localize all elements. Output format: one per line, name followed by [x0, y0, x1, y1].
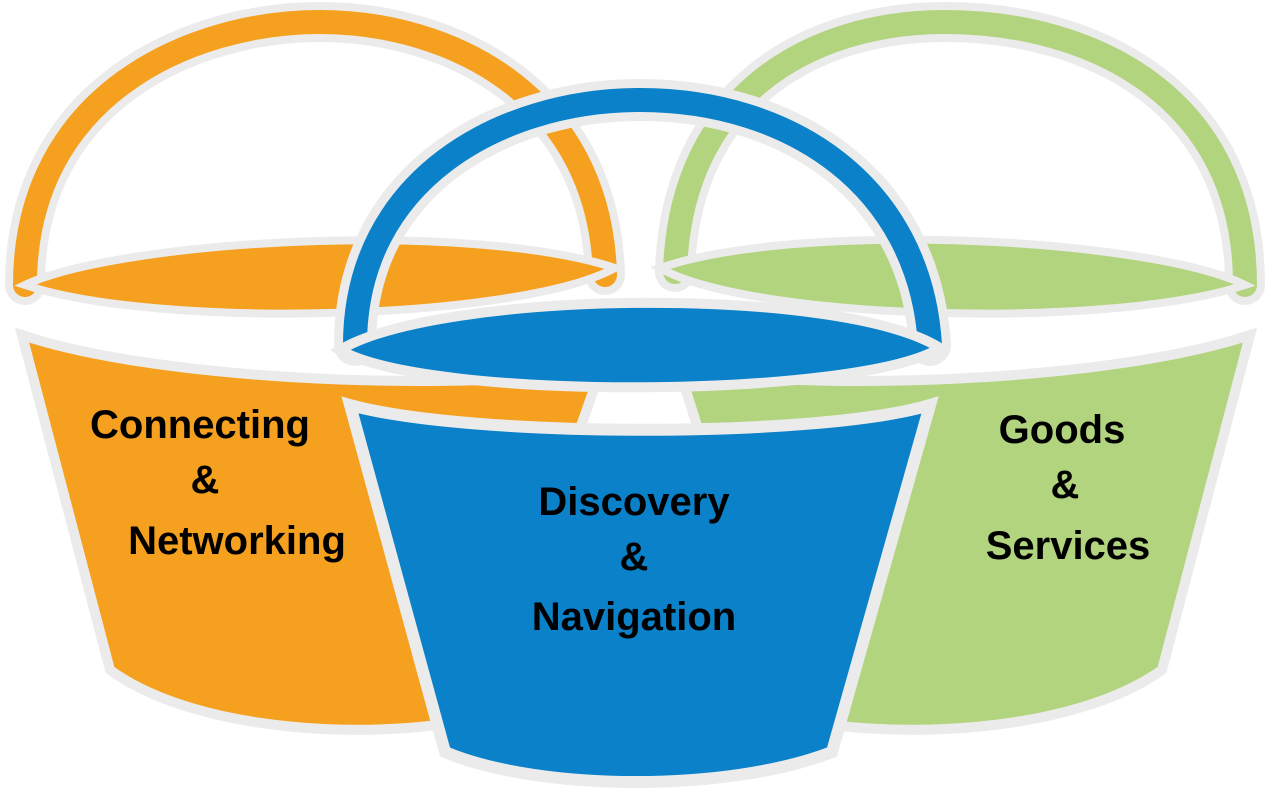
- bucket-rim: [14, 236, 626, 318]
- label-line-1: Connecting: [90, 403, 310, 447]
- bucket-label: Goods & Services: [986, 408, 1151, 568]
- label-line-2: &: [1051, 463, 1080, 507]
- bucket-handle: [13, 9, 617, 297]
- label-line-3: Networking: [128, 519, 346, 563]
- bucket-rim: [330, 297, 950, 393]
- label-line-1: Discovery: [538, 480, 730, 524]
- label-line-3: Services: [986, 524, 1151, 568]
- bucket-discovery-navigation: Discovery & Navigation: [330, 78, 951, 788]
- bucket-handle: [663, 9, 1257, 297]
- bucket-rim: [650, 235, 1256, 318]
- bucket-body: [341, 396, 939, 788]
- bucket-label: Discovery & Navigation: [532, 480, 736, 639]
- label-line-2: &: [620, 535, 649, 579]
- bucket-handle: [343, 87, 942, 357]
- label-line-3: Navigation: [532, 595, 736, 639]
- label-line-1: Goods: [999, 408, 1126, 452]
- bucket-label: Connecting & Networking: [90, 403, 346, 563]
- label-line-2: &: [191, 458, 220, 502]
